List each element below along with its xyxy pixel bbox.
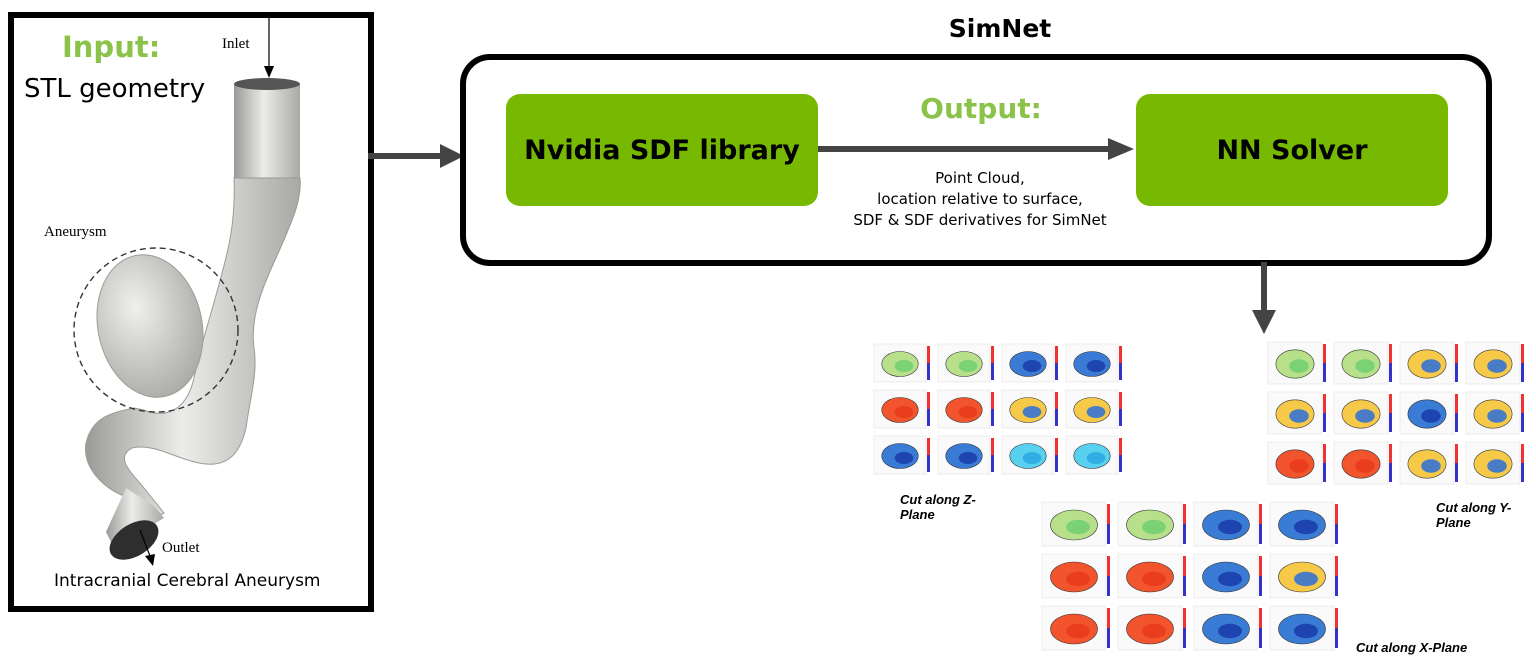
result-thumbnail <box>1269 553 1338 599</box>
result-thumbnail <box>1117 605 1186 651</box>
result-thumbnail <box>1333 341 1392 385</box>
geometry-caption: Intracranial Cerebral Aneurysm <box>54 571 321 591</box>
result-thumbnail <box>1267 391 1326 435</box>
output-title: Output: <box>920 92 1042 125</box>
result-thumbnail <box>1399 341 1458 385</box>
result-thumbnail <box>1465 441 1524 485</box>
z-plane-results-grid <box>873 343 1122 475</box>
outlet-label: Outlet <box>162 540 200 556</box>
y-plane-results-grid <box>1267 341 1524 485</box>
result-thumbnail <box>1065 343 1122 383</box>
result-thumbnail <box>1269 501 1338 547</box>
simnet-to-results-arrow <box>1252 262 1276 334</box>
result-thumbnail <box>873 435 930 475</box>
result-thumbnail <box>873 343 930 383</box>
input-title: Input: <box>62 30 161 64</box>
result-thumbnail <box>1269 605 1338 651</box>
aneurysm-label: Aneurysm <box>44 224 107 240</box>
aneurysm-geometry-illustration <box>73 18 301 566</box>
result-thumbnail <box>937 435 994 475</box>
result-thumbnail <box>1333 391 1392 435</box>
cut-y-label: Cut along Y-Plane <box>1436 500 1512 530</box>
input-to-simnet-arrow <box>368 144 464 168</box>
result-thumbnail <box>1001 435 1058 475</box>
result-thumbnail <box>1193 501 1262 547</box>
result-thumbnail <box>1465 391 1524 435</box>
input-subtitle: STL geometry <box>24 74 206 104</box>
cut-z-label: Cut along Z-Plane <box>900 492 976 522</box>
result-thumbnail <box>1041 501 1110 547</box>
result-thumbnail <box>1117 553 1186 599</box>
result-thumbnail <box>1041 553 1110 599</box>
x-plane-results-grid <box>1041 501 1338 651</box>
result-thumbnail <box>1065 435 1122 475</box>
result-thumbnail <box>1001 389 1058 429</box>
result-thumbnail <box>1193 605 1262 651</box>
simnet-title: SimNet <box>948 14 1052 43</box>
output-description: Point Cloud, location relative to surfac… <box>820 168 1140 231</box>
output-line-1: Point Cloud, <box>935 169 1025 187</box>
result-thumbnail <box>937 389 994 429</box>
result-thumbnail <box>1399 391 1458 435</box>
nn-solver-box: NN Solver <box>1136 94 1448 206</box>
result-thumbnail <box>1465 341 1524 385</box>
result-thumbnail <box>937 343 994 383</box>
sdf-library-box: Nvidia SDF library <box>506 94 818 206</box>
result-thumbnail <box>1333 441 1392 485</box>
result-thumbnail <box>1399 441 1458 485</box>
result-thumbnail <box>1267 441 1326 485</box>
result-thumbnail <box>873 389 930 429</box>
sdf-to-solver-arrow <box>818 138 1134 160</box>
output-line-2: location relative to surface, <box>877 190 1083 208</box>
result-thumbnail <box>1267 341 1326 385</box>
result-thumbnail <box>1001 343 1058 383</box>
cut-x-label: Cut along X-Plane <box>1356 640 1468 655</box>
output-line-3: SDF & SDF derivatives for SimNet <box>853 211 1107 229</box>
inlet-label: Inlet <box>222 36 250 52</box>
result-thumbnail <box>1117 501 1186 547</box>
result-thumbnail <box>1065 389 1122 429</box>
result-thumbnail <box>1041 605 1110 651</box>
result-thumbnail <box>1193 553 1262 599</box>
